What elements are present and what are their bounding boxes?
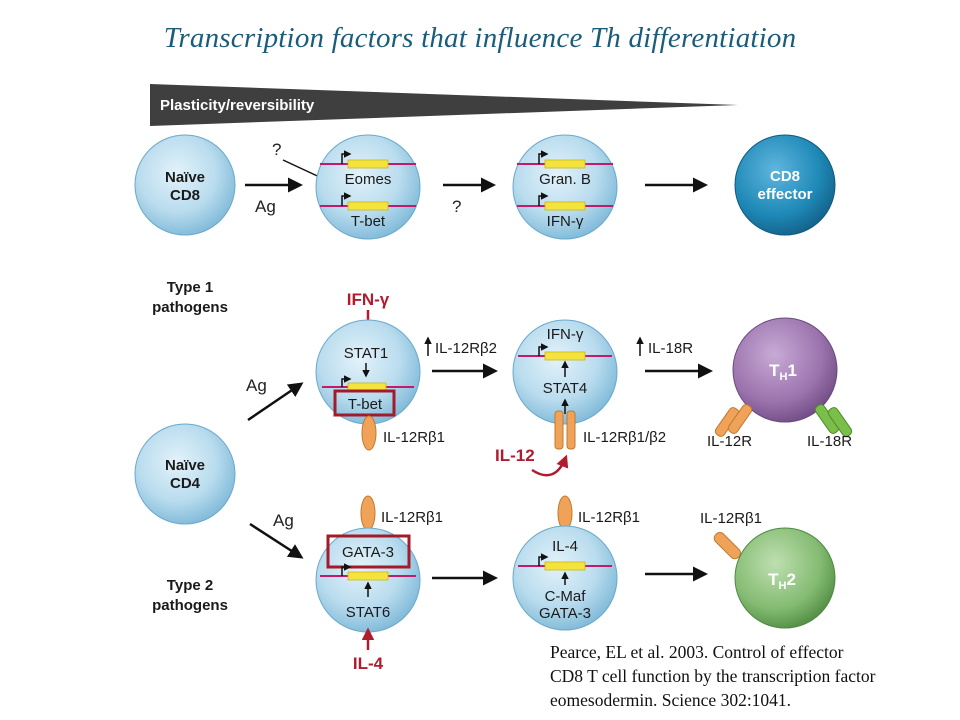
il12r-receptor (714, 404, 753, 437)
il12rb1-receptor-a (360, 495, 376, 531)
ifng-gene-type1 (518, 343, 612, 361)
il12rb1b2-receptor (554, 410, 576, 450)
th1-label: TH1 (769, 361, 797, 383)
th1-cell (732, 317, 838, 423)
granb-label: Gran. B (539, 171, 591, 188)
il12-label: IL-12 (495, 446, 535, 465)
th2-sub: H (778, 580, 786, 592)
citation-line-1: Pearce, EL et al. 2003. Control of effec… (550, 642, 844, 662)
naive-cd4-cell (134, 423, 236, 525)
cd8-effector-label-2: effector (757, 186, 812, 203)
naive-cd8-label-2: CD8 (170, 187, 200, 204)
gata3-cd4-ag-arrow (249, 522, 304, 559)
naive-cd4-label: Naïve (165, 457, 205, 474)
il12rb1b2-label: IL-12Rβ1/β2 (583, 429, 666, 446)
th2-num: 2 (786, 570, 795, 589)
eomes-gene (320, 150, 416, 169)
il12-curved-arrow (531, 454, 569, 477)
cd8-ag-label: Ag (255, 197, 276, 216)
naive-cd4-label-2: CD4 (170, 475, 201, 492)
naive-cd8-label: Naïve (165, 169, 205, 186)
cd8-question-2: ? (452, 197, 461, 216)
plasticity-wedge (150, 84, 738, 126)
gata3-gene (320, 563, 416, 581)
page-title: Transcription factors that influence Th … (163, 22, 797, 54)
th2-t: T (768, 570, 779, 589)
plasticity-label: Plasticity/reversibility (160, 97, 315, 114)
th2-label: TH2 (768, 570, 796, 592)
il12rb1-receptor-b (557, 495, 573, 531)
il12rb1-receptor (361, 415, 377, 451)
ifng-label: IFN-γ (547, 213, 584, 230)
th1-sub: H (779, 371, 787, 383)
il4-input-label: IL-4 (353, 654, 384, 673)
type2-label: Type 2 (167, 577, 213, 594)
ifng-gene (517, 192, 613, 211)
cd8-effector-label: CD8 (770, 168, 800, 185)
th2-cell (734, 527, 836, 629)
il4-gene (518, 553, 612, 571)
eomes-label: Eomes (345, 171, 392, 188)
il18r-receptor (814, 404, 853, 437)
cd8-question-1: ? (272, 140, 281, 159)
type2-label-2: pathogens (152, 597, 228, 614)
tbet-type1-label: T-bet (348, 396, 383, 413)
stat1-cd4-ag-arrow (247, 382, 304, 422)
cmaf-label: C-Maf (545, 588, 587, 605)
cd8-effector-cell (734, 134, 836, 236)
il12rb1-label: IL-12Rβ1 (383, 429, 445, 446)
th1-t: T (769, 361, 780, 380)
citation: Pearce, EL et al. 2003. Control of effec… (550, 640, 955, 712)
up-il12rb2-label: IL-12Rβ2 (435, 340, 497, 357)
type1-label-2: pathogens (152, 299, 228, 316)
ifng-type1-label: IFN-γ (547, 326, 584, 343)
gata3-b-label: GATA-3 (539, 605, 591, 622)
stat1-label: STAT1 (344, 345, 388, 362)
type1-label: Type 1 (167, 279, 213, 296)
th1-num: 1 (787, 361, 796, 380)
naive-cd8-cell (134, 134, 236, 236)
tbet-highlight-box (333, 389, 396, 417)
il4-label: IL-4 (552, 538, 578, 555)
ag-top-label: Ag (246, 376, 267, 395)
gata3-label: GATA-3 (342, 544, 394, 561)
stat6-label: STAT6 (346, 604, 390, 621)
il12r-label: IL-12R (707, 433, 752, 450)
il12rb1-a-label: IL-12Rβ1 (381, 509, 443, 526)
gata3-highlight-box (326, 534, 411, 569)
tbet-label: T-bet (351, 213, 386, 230)
il18r-label: IL-18R (807, 433, 852, 450)
ifng-input-label: IFN-γ (347, 290, 390, 309)
citation-line-3: eomesodermin. Science 302:1041. (550, 690, 792, 710)
il12rb1-receptor-c (713, 532, 741, 560)
il12rb1-c-label: IL-12Rβ1 (700, 510, 762, 527)
tbet-gene (320, 192, 416, 211)
il12rb1-b-label: IL-12Rβ1 (578, 509, 640, 526)
stat4-label: STAT4 (543, 380, 587, 397)
ag-bottom-label: Ag (273, 511, 294, 530)
citation-line-2: CD8 T cell function by the transcription… (550, 666, 876, 686)
up-il18r-label: IL-18R (648, 340, 693, 357)
granb-gene (517, 150, 613, 169)
